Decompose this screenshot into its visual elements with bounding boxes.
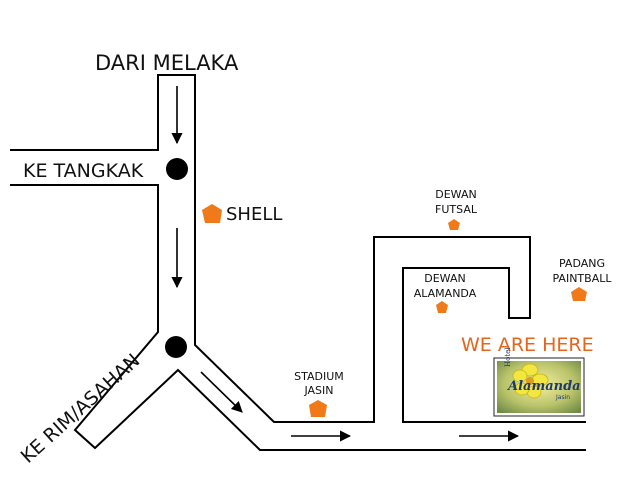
hotel-alamanda-logo: Hotel Alamanda Jasin — [493, 347, 585, 417]
direction-arrows — [171, 86, 520, 442]
label-stadium-2: JASIN — [303, 384, 333, 397]
label-padang-paintball-1: PADANG — [559, 257, 605, 270]
logo-text-jasin: Jasin — [555, 394, 570, 401]
junction-rim-asahan — [165, 336, 187, 358]
label-we-are-here: WE ARE HERE — [461, 334, 594, 356]
label-to-rim-asahan: KE RIM/ASAHAN — [17, 350, 145, 468]
dewan-alamanda-marker-icon — [436, 301, 448, 313]
road-main-outline — [10, 74, 586, 423]
dewan-futsal-marker-icon — [448, 219, 460, 230]
label-dewan-futsal-2: FUTSAL — [435, 203, 478, 216]
stadium-marker-icon — [309, 400, 327, 417]
label-padang-paintball-2: PAINTBALL — [553, 272, 613, 285]
label-to-tangkak: KE TANGKAK — [23, 160, 144, 182]
label-dewan-alamanda-2: ALAMANDA — [414, 287, 477, 300]
road-left-outline — [10, 184, 586, 451]
alamanda-flower-icon — [512, 363, 549, 399]
junction-tangkak — [166, 158, 188, 180]
road-network — [10, 74, 586, 451]
shell-marker-icon — [202, 204, 222, 223]
label-stadium-1: STADIUM — [294, 370, 344, 383]
label-shell: SHELL — [226, 204, 282, 225]
label-dewan-alamanda-1: DEWAN — [424, 272, 465, 285]
logo-text-alamanda: Alamanda — [506, 379, 581, 394]
landmark-markers — [202, 204, 587, 417]
label-from-melaka: DARI MELAKA — [95, 51, 239, 75]
arrow-diagonal — [200, 371, 243, 413]
logo-text-hotel: Hotel — [504, 347, 512, 367]
paintball-marker-icon — [571, 287, 587, 301]
label-dewan-futsal-1: DEWAN — [435, 188, 476, 201]
